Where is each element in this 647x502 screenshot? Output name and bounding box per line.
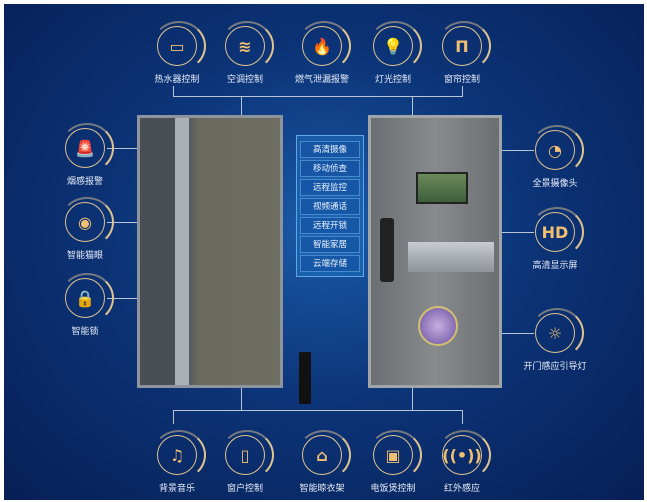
panel-item: 智能家居	[300, 236, 360, 253]
feature-bottom-0: ♫ 背景音乐	[137, 430, 217, 494]
feature-left-0: 🚨 烟感报警	[45, 123, 125, 187]
curtain-icon: Π	[437, 21, 491, 71]
feature-top-3: 💡 灯光控制	[353, 21, 433, 85]
feature-top-1: ≋ 空调控制	[205, 21, 285, 85]
feature-label: 智能猫眼	[66, 251, 103, 261]
hd-screen-icon: HD	[530, 207, 584, 257]
music-icon: ♫	[152, 430, 206, 480]
feature-label: 热水器控制	[154, 75, 200, 85]
feature-label: 背景音乐	[158, 484, 195, 494]
feature-label: 空调控制	[226, 75, 263, 85]
feature-label: 全景摄像头	[532, 179, 578, 189]
infrared-icon: ((•))	[437, 430, 491, 480]
hd-display-screen	[416, 172, 468, 204]
feature-top-0: ▭ 热水器控制	[137, 21, 217, 85]
panel-item: 高清摄像	[300, 141, 360, 158]
feature-label: 灯光控制	[374, 75, 411, 85]
feature-bottom-2: ⌂ 智能晾衣架	[282, 430, 362, 494]
air-conditioner-icon: ≋	[220, 21, 274, 71]
panel-item: 云端存储	[300, 255, 360, 272]
feature-bottom-1: ▯ 窗户控制	[205, 430, 285, 494]
flame-icon: 🔥	[297, 21, 351, 71]
door-emblem	[418, 306, 458, 346]
camera-icon: ◔	[530, 125, 584, 175]
feature-bottom-3: ▣ 电饭煲控制	[353, 430, 433, 494]
center-feature-panel: 高清摄像 移动侦查 远程监控 视频通话 远程开锁 智能家居 云端存储	[296, 135, 364, 277]
window-door-icon: ▯	[220, 430, 274, 480]
smart-lock-icon: 🔒	[60, 273, 114, 323]
feature-left-1: ◉ 智能猫眼	[45, 197, 125, 261]
feature-label: 开门感应引导灯	[523, 362, 587, 372]
feature-label: 高清显示屏	[532, 261, 578, 271]
left-smart-lock	[299, 352, 311, 404]
feature-top-2: 🔥 燃气泄漏报警	[282, 21, 362, 85]
feature-label: 智能锁	[71, 327, 99, 337]
sun-light-icon: ☼	[530, 308, 584, 358]
hanger-icon: ⌂	[297, 430, 351, 480]
feature-right-1: HD 高清显示屏	[515, 207, 595, 271]
feature-label: 红外感应	[443, 484, 480, 494]
panel-item: 移动侦查	[300, 160, 360, 177]
feature-label: 烟感报警	[66, 177, 103, 187]
panel-item: 视频通话	[300, 198, 360, 215]
eye-icon: ◉	[60, 197, 114, 247]
feature-label: 智能晾衣架	[299, 484, 345, 494]
feature-right-2: ☼ 开门感应引导灯	[515, 308, 595, 372]
feature-label: 窗户控制	[226, 484, 263, 494]
water-heater-icon: ▭	[152, 21, 206, 71]
light-bulb-icon: 💡	[368, 21, 422, 71]
feature-label: 电饭煲控制	[370, 484, 416, 494]
smart-door-diagram: 高清摄像 移动侦查 远程监控 视频通话 远程开锁 智能家居 云端存储 ▭ 热水器控…	[4, 4, 644, 500]
feature-right-0: ◔ 全景摄像头	[515, 125, 595, 189]
rice-cooker-icon: ▣	[368, 430, 422, 480]
feature-top-4: Π 窗帘控制	[422, 21, 502, 85]
feature-left-2: 🔒 智能锁	[45, 273, 125, 337]
feature-label: 窗帘控制	[443, 75, 480, 85]
feature-bottom-4: ((•)) 红外感应	[422, 430, 502, 494]
panel-item: 远程开锁	[300, 217, 360, 234]
left-door-image	[137, 115, 378, 404]
feature-label: 燃气泄漏报警	[294, 75, 349, 85]
right-smart-lock	[380, 218, 394, 282]
panel-item: 远程监控	[300, 179, 360, 196]
door-handle-bar	[408, 242, 494, 272]
alarm-icon: 🚨	[60, 123, 114, 173]
